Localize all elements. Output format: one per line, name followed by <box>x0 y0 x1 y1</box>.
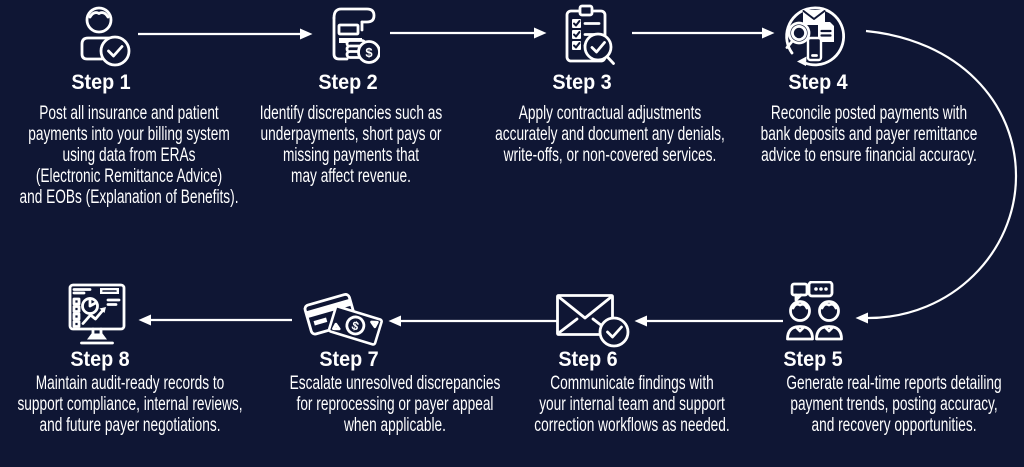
step-8-title: Step 8 <box>70 347 130 371</box>
desc-line: Identify discrepancies such as <box>259 103 443 124</box>
step-3-description: Apply contractual adjustments accurately… <box>495 103 725 166</box>
desc-line: Escalate unresolved discrepancies <box>289 373 501 394</box>
step-5-title: Step 5 <box>783 347 843 371</box>
desc-line: accurately and document any denials, <box>495 124 725 145</box>
step-6-title: Step 6 <box>558 347 618 371</box>
desc-line: payment trends, posting accuracy, <box>790 394 998 415</box>
step-8-description: Maintain audit-ready records to support … <box>17 373 242 436</box>
desc-line: support compliance, internal reviews, <box>17 394 243 415</box>
step-5-description: Generate real-time reports detailing pay… <box>786 373 1001 436</box>
desc-line: using data from ERAs <box>62 145 196 166</box>
desc-line: and recovery opportunities. <box>811 415 977 436</box>
svg-text:$: $ <box>365 45 373 60</box>
desc-line: Communicate findings with <box>550 373 714 394</box>
card-cash-icon: $ <box>299 291 391 349</box>
desc-line: underpayments, short pays or <box>260 124 442 145</box>
monitor-analytics-icon <box>67 281 127 351</box>
desc-line: may affect revenue. <box>291 166 411 187</box>
step-3-title: Step 3 <box>552 70 612 94</box>
step-1-description: Post all insurance and patient payments … <box>19 103 238 208</box>
desc-line: Reconcile posted payments with <box>770 103 968 124</box>
desc-line: correction workflows as needed. <box>534 415 730 436</box>
svg-text:$: $ <box>350 318 361 333</box>
step-2-description: Identify discrepancies such as underpaym… <box>260 103 442 187</box>
step-6-description: Communicate findings with your internal … <box>534 373 729 436</box>
desc-line: your internal team and support <box>539 394 725 415</box>
desc-line: missing payments that <box>282 145 420 166</box>
curved-arrow-step4-step5 <box>855 29 1018 324</box>
step-4-description: Reconcile posted payments with bank depo… <box>761 103 978 166</box>
desc-line: write-offs, or non-covered services. <box>503 145 717 166</box>
desc-line: when applicable. <box>344 415 446 436</box>
reconcile-sync-icon <box>778 0 852 72</box>
desc-line: Generate real-time reports detailing <box>786 373 1002 394</box>
clipboard-check-magnifier-icon <box>555 3 617 67</box>
desc-line: bank deposits and payer remittance <box>760 124 978 145</box>
person-check-icon <box>70 3 134 69</box>
step-2-title: Step 2 <box>318 70 378 94</box>
step-7-title: Step 7 <box>319 347 379 371</box>
desc-line: payments into your billing system <box>28 124 230 145</box>
step-7-description: Escalate unresolved discrepancies for re… <box>290 373 501 436</box>
desc-line: and EOBs (Explanation of Benefits). <box>19 187 239 208</box>
email-check-icon <box>555 291 631 349</box>
desc-line: advice to ensure financial accuracy. <box>761 145 977 166</box>
team-chat-icon <box>781 281 851 345</box>
desc-line: Post all insurance and patient <box>39 103 219 124</box>
invoice-coins-icon: $ <box>320 2 380 64</box>
desc-line: Apply contractual adjustments <box>518 103 702 124</box>
step-1-title: Step 1 <box>71 70 131 94</box>
desc-line: Maintain audit-ready records to <box>35 373 225 394</box>
desc-line: (Electronic Remittance Advice) <box>35 166 223 187</box>
desc-line: and future payer negotiations. <box>39 415 221 436</box>
step-4-title: Step 4 <box>788 70 848 94</box>
desc-line: for reprocessing or payer appeal <box>296 394 494 415</box>
